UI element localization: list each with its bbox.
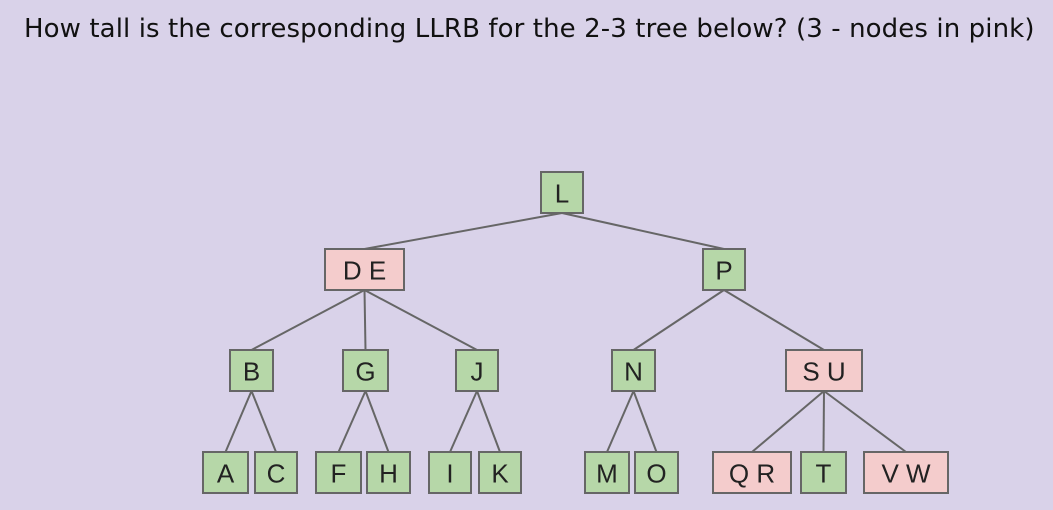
tree-edge-de-j [364, 289, 478, 351]
tree-node-box [229, 349, 274, 392]
tree-node-label: L [555, 179, 569, 209]
tree-node-o: O [634, 451, 679, 494]
tree-node-h: H [366, 451, 411, 494]
tree-edge-n-o [632, 390, 658, 453]
tree-node-box [455, 349, 499, 392]
tree-node-de: D E [324, 248, 405, 291]
tree-node-label: N [624, 357, 643, 387]
question-text: How tall is the corresponding LLRB for t… [24, 14, 1035, 44]
tree-edge-n-m [606, 390, 635, 453]
tree-node-b: B [229, 349, 274, 392]
tree-node-f: F [315, 451, 362, 494]
tree-node-label: G [355, 357, 375, 387]
tree-edge-de-g [363, 289, 367, 351]
tree-node-label: H [379, 459, 398, 489]
tree-edge-su-t [822, 390, 825, 453]
tree-node-label: T [816, 459, 832, 489]
tree-edge-de-b [251, 289, 365, 351]
tree-edge-b-a [224, 390, 253, 453]
tree-node-box [366, 451, 411, 494]
tree-node-c: C [254, 451, 298, 494]
tree-node-label: A [217, 459, 235, 489]
tree-edge-su-vw [823, 390, 907, 453]
tree-node-label: S U [802, 357, 845, 387]
tree-node-box [478, 451, 522, 494]
tree-edge-g-h [364, 390, 390, 453]
tree-node-l: L [540, 171, 584, 214]
tree-node-su: S U [785, 349, 863, 392]
tree-node-label: I [446, 459, 453, 489]
tree-edge-j-k [476, 390, 501, 453]
tree-node-label: J [471, 357, 484, 387]
tree-node-p: P [702, 248, 746, 291]
tree-edge-l-de [364, 212, 563, 250]
tree-node-label: C [267, 459, 286, 489]
tree-node-label: B [243, 357, 260, 387]
tree-edge-p-su [723, 289, 825, 351]
tree-node-n: N [611, 349, 656, 392]
tree-edge-g-f [337, 390, 367, 453]
tree-node-label: Q R [729, 459, 775, 489]
tree-node-box [428, 451, 472, 494]
tree-node-box [254, 451, 298, 494]
tree-node-m: M [584, 451, 630, 494]
tree-node-box [863, 451, 949, 494]
tree-node-a: A [202, 451, 249, 494]
tree-node-i: I [428, 451, 472, 494]
tree-node-box [712, 451, 792, 494]
tree-node-box [800, 451, 847, 494]
tree-node-box [202, 451, 249, 494]
tree-edge-b-c [250, 390, 277, 453]
tree-node-box [324, 248, 405, 291]
tree-edge-p-n [632, 289, 725, 351]
tree-node-box [634, 451, 679, 494]
tree-edges [224, 212, 907, 453]
tree-node-label: P [715, 256, 732, 286]
tree-edge-su-qr [751, 390, 825, 453]
tree-node-label: O [646, 459, 666, 489]
tree-node-box [611, 349, 656, 392]
tree-node-qr: Q R [712, 451, 792, 494]
tree-node-label: F [331, 459, 347, 489]
tree-node-label: K [491, 459, 509, 489]
tree-edge-l-p [561, 212, 725, 250]
tree-node-g: G [342, 349, 389, 392]
tree-node-box [315, 451, 362, 494]
tree-node-box [540, 171, 584, 214]
tree-node-j: J [455, 349, 499, 392]
tree-node-label: V W [881, 459, 931, 489]
tree-node-vw: V W [863, 451, 949, 494]
tree-node-label: M [596, 459, 618, 489]
tree-node-box [584, 451, 630, 494]
tree-node-box [342, 349, 389, 392]
tree-node-box [785, 349, 863, 392]
tree-node-box [702, 248, 746, 291]
tree-node-t: T [800, 451, 847, 494]
tree-node-k: K [478, 451, 522, 494]
tree-edge-j-i [449, 390, 478, 453]
tree-node-label: D E [343, 256, 386, 286]
